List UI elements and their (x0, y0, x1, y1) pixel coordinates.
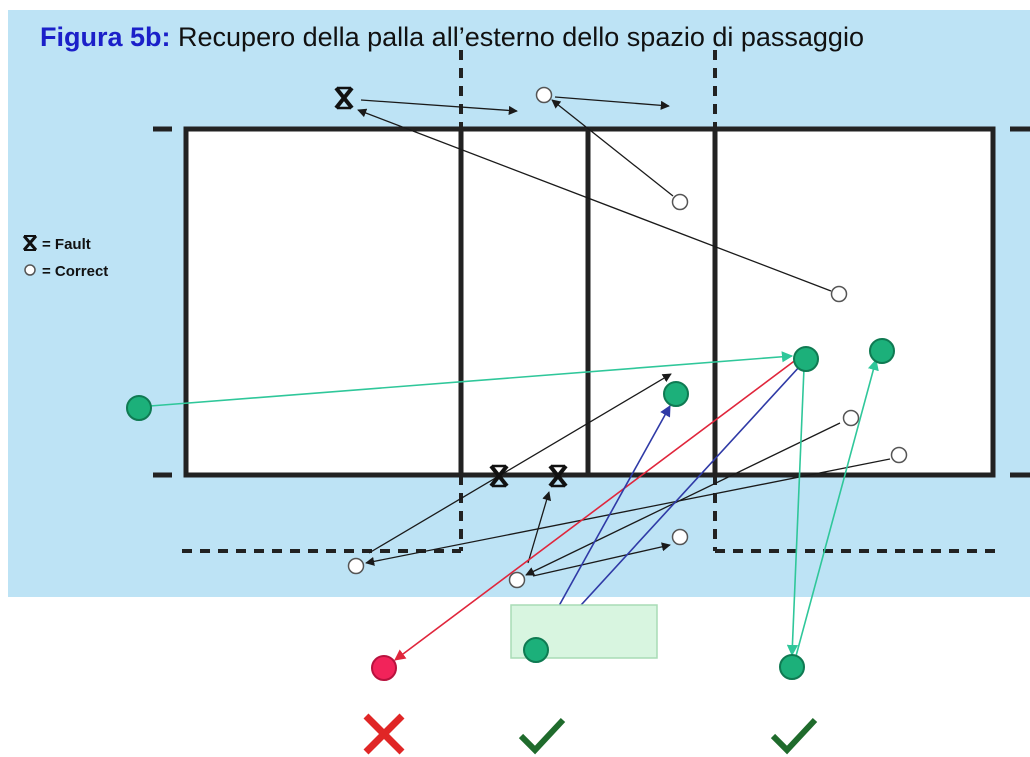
fault-marker (548, 464, 568, 488)
trajectory-arrow (527, 491, 552, 564)
teal-trajectory-arrow (795, 358, 879, 657)
legend-correct-label: = Correct (42, 263, 108, 280)
cross-icon (363, 713, 405, 755)
fault-marker (489, 464, 509, 488)
figure-title-text: Recupero della palla all’esterno dello s… (171, 22, 864, 52)
red-fault-trajectory-arrow (394, 358, 798, 661)
green-ball (523, 637, 549, 663)
blue-trajectory-arrow (539, 405, 671, 641)
legend-fault-label: = Fault (42, 236, 91, 253)
correct-marker (842, 409, 860, 427)
trajectories-black (357, 96, 891, 577)
green-ball (126, 395, 152, 421)
figure-title-label: Figura 5b: (40, 22, 171, 52)
green-ball (793, 346, 819, 372)
correct-marker (830, 285, 848, 303)
trajectory-arrow (360, 99, 518, 115)
fault-marker (334, 86, 354, 110)
trajectory-arrow (368, 373, 672, 554)
blue-trajectory-arrow (548, 365, 801, 641)
trajectory-arrow (365, 458, 891, 566)
green-ball (779, 654, 805, 680)
correct-markers (347, 86, 908, 589)
correct-marker (890, 446, 908, 464)
checkmark-icon (770, 717, 818, 755)
correct-marker (535, 86, 553, 104)
legend: = Fault = Correct (22, 235, 108, 280)
correct-icon (24, 264, 36, 276)
trajectory-arrow (357, 108, 832, 292)
correct-marker (508, 571, 526, 589)
teal-trajectory-arrow (786, 367, 805, 657)
fault-icon (22, 235, 38, 251)
correct-marker (671, 528, 689, 546)
trajectory-arrow (554, 96, 670, 110)
green-ball (869, 338, 895, 364)
red-ball (371, 655, 397, 681)
green-balls (126, 338, 895, 680)
green-trajectory-arrow (149, 351, 794, 407)
trajectory-arrow (525, 422, 841, 576)
correct-marker (347, 557, 365, 575)
green-ball (663, 381, 689, 407)
correct-marker (671, 193, 689, 211)
trajectory-arrow (551, 99, 674, 197)
checkmark-icon (518, 717, 566, 755)
trajectory-arrow (532, 542, 671, 577)
figure-title: Figura 5b: Recupero della palla all’este… (40, 22, 864, 52)
